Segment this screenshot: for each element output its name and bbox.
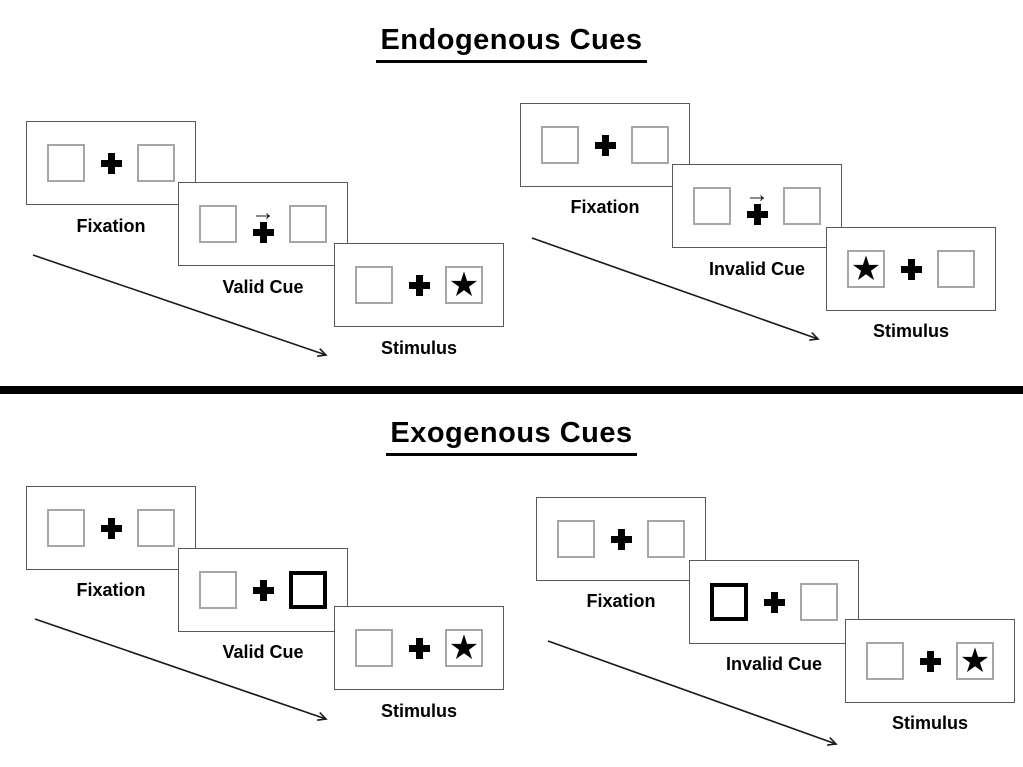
placeholder-box-left (199, 205, 237, 243)
panel-label-stimulus: Stimulus (891, 713, 968, 733)
valid-cue-panel (178, 548, 348, 632)
fixation-cross-icon (900, 258, 922, 280)
placeholder-box-left (693, 187, 731, 225)
panel-label-valid-cue: Valid Cue (222, 642, 304, 662)
highlighted-cue-box-right (289, 571, 327, 609)
fixation-panel (520, 103, 690, 187)
target-box-left: ★ (847, 250, 885, 288)
panel-label-stimulus: Stimulus (872, 321, 949, 341)
fixation-cross-icon (408, 637, 430, 659)
target-star-icon: ★ (959, 642, 991, 680)
fixation-cross-icon (919, 650, 941, 672)
placeholder-box-left (541, 126, 579, 164)
panel-label-fixation: Fixation (570, 197, 640, 217)
target-box-right: ★ (956, 642, 994, 680)
fixation-panel (26, 486, 196, 570)
placeholder-box-right (289, 205, 327, 243)
timeline-arrow-endogenous-invalid (531, 237, 820, 341)
placeholder-box-right (800, 583, 838, 621)
placeholder-box-left (355, 629, 393, 667)
panel-label-valid-cue: Valid Cue (222, 277, 304, 297)
section-title-exogenous: Exogenous Cues (0, 417, 1023, 456)
section-title-endogenous-text: Endogenous Cues (376, 24, 647, 63)
fixation-cross-icon (594, 134, 616, 156)
central-cue: → (251, 199, 275, 243)
fixation-cross-icon (763, 591, 785, 613)
panel-label-invalid-cue: Invalid Cue (708, 259, 806, 279)
stimulus-panel: ★ (826, 227, 996, 311)
target-star-icon: ★ (448, 266, 480, 304)
placeholder-box-left (199, 571, 237, 609)
placeholder-box-left (47, 144, 85, 182)
central-cue: → (745, 181, 769, 225)
placeholder-box-left (47, 509, 85, 547)
timeline-arrow-exogenous-invalid (547, 640, 838, 746)
fixation-panel (536, 497, 706, 581)
fixation-cross-icon (408, 274, 430, 296)
placeholder-box-right (647, 520, 685, 558)
placeholder-box-left (866, 642, 904, 680)
fixation-cross-icon (100, 152, 122, 174)
section-title-endogenous: Endogenous Cues (0, 24, 1023, 63)
panel-label-fixation: Fixation (76, 580, 146, 600)
invalid-cue-panel: → (672, 164, 842, 248)
placeholder-box-right (137, 509, 175, 547)
panel-label-invalid-cue: Invalid Cue (725, 654, 823, 674)
fixation-cross-icon (100, 517, 122, 539)
placeholder-box-right (937, 250, 975, 288)
fixation-cross-icon (610, 528, 632, 550)
placeholder-box-right (631, 126, 669, 164)
fixation-cross-icon (252, 579, 274, 601)
cue-arrow-icon: → (251, 199, 275, 226)
placeholder-box-right (783, 187, 821, 225)
highlighted-cue-box-left (710, 583, 748, 621)
panel-label-fixation: Fixation (586, 591, 656, 611)
invalid-cue-panel (689, 560, 859, 644)
stimulus-panel: ★ (334, 606, 504, 690)
section-divider (0, 386, 1023, 394)
stimulus-panel: ★ (845, 619, 1015, 703)
valid-cue-panel: → (178, 182, 348, 266)
fixation-panel (26, 121, 196, 205)
timeline-arrow-endogenous-valid (32, 254, 328, 357)
target-box-right: ★ (445, 266, 483, 304)
placeholder-box-left (557, 520, 595, 558)
target-box-right: ★ (445, 629, 483, 667)
panel-label-stimulus: Stimulus (380, 338, 457, 358)
fixation-cross-icon (746, 204, 768, 225)
section-title-exogenous-text: Exogenous Cues (386, 417, 637, 456)
stimulus-panel: ★ (334, 243, 504, 327)
panel-label-fixation: Fixation (76, 216, 146, 236)
fixation-cross-icon (252, 222, 274, 243)
panel-label-stimulus: Stimulus (380, 701, 457, 721)
placeholder-box-left (355, 266, 393, 304)
placeholder-box-right (137, 144, 175, 182)
cue-arrow-icon: → (745, 181, 769, 208)
target-star-icon: ★ (448, 629, 480, 667)
target-star-icon: ★ (850, 250, 882, 288)
timeline-arrow-exogenous-valid (34, 618, 328, 721)
